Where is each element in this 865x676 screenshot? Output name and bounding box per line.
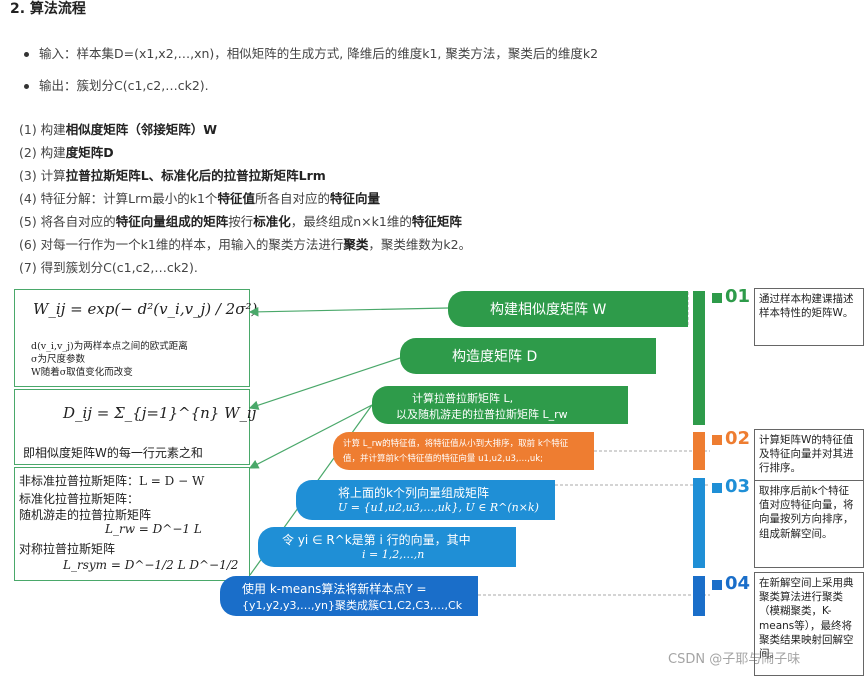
step-1: (1) 构建相似度矩阵（邻接矩阵）W <box>19 122 217 137</box>
step-6: (6) 对每一行作为一个k1维的样本，用输入的聚类方法进行聚类，聚类维数为k2。 <box>19 237 472 252</box>
degree-caption: 即相似度矩阵W的每一行元素之和 <box>23 446 203 460</box>
similarity-note-2: σ为尺度参数 <box>31 354 85 365</box>
bar-matrix-u: 将上面的k个列向量组成矩阵 U = {u1,u2,u3,…,uk}, U ∈ R… <box>296 480 555 520</box>
stage-bar-02 <box>693 432 705 470</box>
output-bullet: 输出：簇划分C(c1,c2,…ck2). <box>24 75 209 94</box>
stage-note-04: 在新解空间上采用典聚类算法进行聚类（模糊聚类，K-means等），最终将聚类结果… <box>754 572 864 676</box>
stage-number-01: 01 <box>712 286 750 307</box>
formula-box-laplacian: 非标准拉普拉斯矩阵：L = D − W 标准化拉普拉斯矩阵： 随机游走的拉普拉斯… <box>14 467 250 581</box>
degree-formula: D_ij = Σ_{j=1}^{n} W_ij <box>63 404 257 422</box>
bar-build-similarity-label: 构建相似度矩阵 W <box>490 302 607 318</box>
formula-box-similarity: W_ij = exp(− d²(v_i,v_j) / 2σ²) d(v_i,v_… <box>14 289 257 387</box>
bar-kmeans-line-1: 使用 k-means算法将新样本点Y = <box>242 582 427 596</box>
stage-number-03: 03 <box>712 476 750 497</box>
bar-eigen-line-2: 值，并计算前k个特征值的特征向量 u1,u2,u3,…,uk; <box>343 454 543 464</box>
formula-box-degree: D_ij = Σ_{j=1}^{n} W_ij 即相似度矩阵W的每一行元素之和 <box>14 389 256 465</box>
bullet-dot <box>24 52 29 57</box>
input-bullet: 输入：样本集D=(x1,x2,…,xn)，相似矩阵的生成方式, 降维后的维度k1… <box>24 43 598 62</box>
similarity-formula: W_ij = exp(− d²(v_i,v_j) / 2σ²) <box>33 300 258 318</box>
stage-bar-01 <box>693 291 705 425</box>
bar-build-degree-label: 构造度矩阵 D <box>452 349 538 365</box>
laplacian-line-2: 标准化拉普拉斯矩阵： <box>19 492 140 506</box>
bar-kmeans: 使用 k-means算法将新样本点Y = {y1,y2,y3,…,yn}聚类成簇… <box>220 576 478 616</box>
similarity-note-3: W随着σ取值变化而改变 <box>31 367 133 378</box>
stage-bar-04 <box>693 576 705 616</box>
bar-row-vector-line-2: i = 1,2,…,n <box>362 548 425 561</box>
bar-laplacian-line-2: 以及随机游走的拉普拉斯矩阵 L_rw <box>396 408 568 421</box>
square-icon <box>712 292 722 303</box>
laplacian-line-3: 随机游走的拉普拉斯矩阵 <box>19 508 152 522</box>
bar-matrix-u-line-2: U = {u1,u2,u3,…,uk}, U ∈ R^(n×k) <box>338 501 539 514</box>
laplacian-line-1: 非标准拉普拉斯矩阵：L = D − W <box>19 474 205 488</box>
step-7: (7) 得到簇划分C(c1,c2,…ck2). <box>19 260 198 275</box>
bar-laplacian-line-1: 计算拉普拉斯矩阵 L, <box>412 392 514 405</box>
csdn-watermark: CSDN @子耶与闹子味 <box>668 652 801 667</box>
stage-bar-03 <box>693 478 705 568</box>
step-5: (5) 将各自对应的特征向量组成的矩阵按行标准化，最终组成n×k1维的特征矩阵 <box>19 214 462 229</box>
laplacian-line-5: 对称拉普拉斯矩阵 <box>19 542 116 556</box>
square-icon <box>712 482 722 493</box>
bullet-dot <box>24 84 29 89</box>
section-title: 2. 算法流程 <box>10 1 86 17</box>
bar-kmeans-line-2: {y1,y2,y3,…,yn}聚类成簇C1,C2,C3,…,Ck <box>242 599 463 612</box>
bar-row-vector: 令 yi ∈ R^k是第 i 行的向量，其中 i = 1,2,…,n <box>258 527 516 567</box>
laplacian-line-4: L_rw = D^−1 L <box>105 522 202 536</box>
stage-note-02: 计算矩阵W的特征值及特征向量并对其进行排序。 <box>754 429 864 481</box>
bar-eigen-line-1: 计算 L_rw的特征值，将特征值从小到大排序，取前 k个特征 <box>343 439 569 449</box>
stage-number-02: 02 <box>712 428 750 449</box>
input-text: 输入：样本集D=(x1,x2,…,xn)，相似矩阵的生成方式, 降维后的维度k1… <box>39 46 599 61</box>
step-3: (3) 计算拉普拉斯矩阵L、标准化后的拉普拉斯矩阵Lrm <box>19 168 326 183</box>
bar-row-vector-line-1: 令 yi ∈ R^k是第 i 行的向量，其中 <box>282 533 471 547</box>
bar-eigen: 计算 L_rw的特征值，将特征值从小到大排序，取前 k个特征 值，并计算前k个特… <box>333 432 594 470</box>
output-text: 输出：簇划分C(c1,c2,…ck2). <box>39 78 209 93</box>
step-4: (4) 特征分解：计算Lrm最小的k1个特征值所各自对应的特征向量 <box>19 191 380 206</box>
bar-build-similarity: 构建相似度矩阵 W <box>448 291 688 327</box>
laplacian-line-6: L_rsym = D^−1/2 L D^−1/2 <box>63 558 239 572</box>
bar-laplacian: 计算拉普拉斯矩阵 L, 以及随机游走的拉普拉斯矩阵 L_rw <box>372 386 628 424</box>
similarity-note-1: d(v_i,v_j)为两样本点之间的欧式距离 <box>31 341 188 352</box>
step-2: (2) 构建度矩阵D <box>19 145 114 160</box>
square-icon <box>712 434 722 445</box>
bar-matrix-u-line-1: 将上面的k个列向量组成矩阵 <box>338 486 489 500</box>
stage-number-04: 04 <box>712 573 750 594</box>
stage-note-03: 取排序后前k个特征值对应特征向量，将向量按列方向排序，组成新解空间。 <box>754 480 864 568</box>
square-icon <box>712 579 722 590</box>
bar-build-degree: 构造度矩阵 D <box>400 338 656 374</box>
stage-note-01: 通过样本构建课描述样本特性的矩阵W。 <box>754 288 864 346</box>
